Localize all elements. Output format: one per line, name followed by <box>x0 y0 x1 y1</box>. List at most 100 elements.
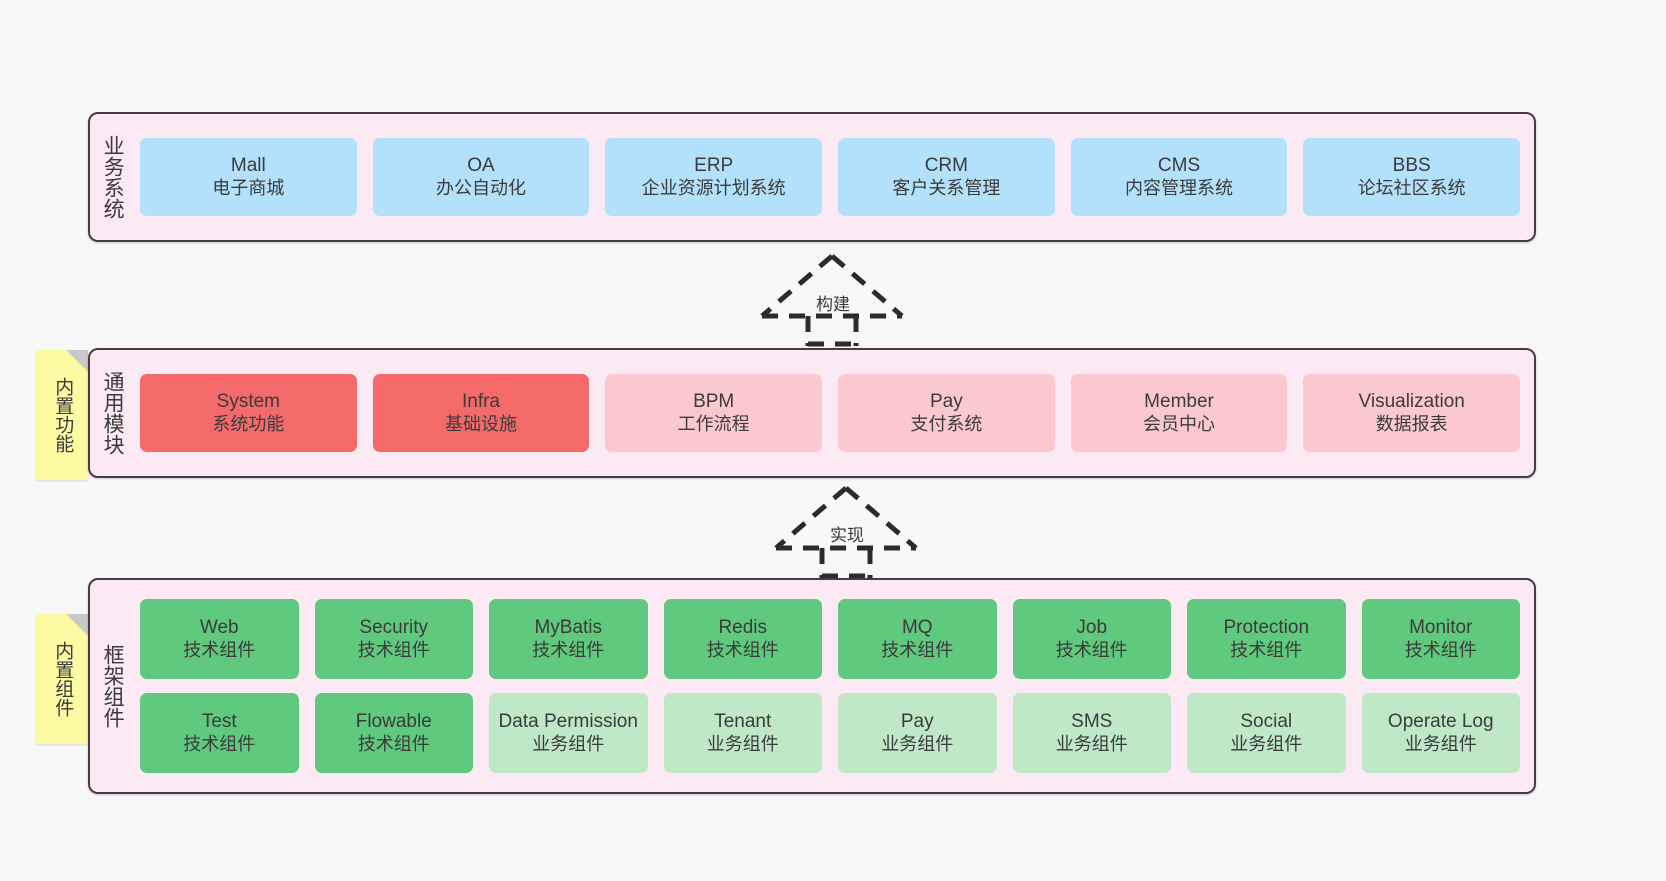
card-monitor[interactable]: Monitor 技术组件 <box>1361 599 1520 679</box>
card-web[interactable]: Web 技术组件 <box>140 599 299 679</box>
card-title-cn: 电子商城 <box>212 177 285 198</box>
card-title-cn: 工作流程 <box>677 413 750 434</box>
card-title-en: OA <box>467 155 495 177</box>
card-mq[interactable]: MQ 技术组件 <box>838 599 997 679</box>
layer-framework-component: 框架组件 Web 技术组件 Security 技术组件 MyBatis 技术组件… <box>88 578 1536 794</box>
connector-label-build: 构建 <box>816 295 850 314</box>
card-member[interactable]: Member 会员中心 <box>1070 374 1288 452</box>
card-erp[interactable]: ERP 企业资源计划系统 <box>605 138 823 216</box>
card-job[interactable]: Job 技术组件 <box>1012 599 1171 679</box>
card-protection[interactable]: Protection 技术组件 <box>1187 599 1346 679</box>
layer-business-system: 业务系统 Mall 电子商城 OA 办公自动化 ERP 企业资源计划系统 CRM… <box>88 112 1536 242</box>
card-operate-log[interactable]: Operate Log 业务组件 <box>1361 693 1520 773</box>
card-title-en: System <box>216 391 281 413</box>
card-title-en: Protection <box>1223 617 1310 639</box>
card-title-en: CRM <box>924 155 968 177</box>
card-title-en: Member <box>1144 391 1214 413</box>
card-title-cn: 技术组件 <box>357 733 430 754</box>
card-title-cn: 技术组件 <box>881 639 954 660</box>
card-infra[interactable]: Infra 基础设施 <box>372 374 590 452</box>
sticky-fold-corner-icon <box>66 614 88 636</box>
card-title-cn: 技术组件 <box>1230 639 1303 660</box>
card-title-cn: 业务组件 <box>881 733 954 754</box>
card-title-cn: 基础设施 <box>445 413 517 434</box>
card-title-en: Operate Log <box>1387 711 1494 733</box>
card-title-cn: 技术组件 <box>1055 639 1128 660</box>
card-title-cn: 技术组件 <box>183 639 256 660</box>
card-redis[interactable]: Redis 技术组件 <box>663 599 822 679</box>
card-title-en: Data Permission <box>498 711 638 733</box>
card-title-cn: 内容管理系统 <box>1125 177 1234 198</box>
card-title-en: CMS <box>1157 155 1201 177</box>
card-bpm[interactable]: BPM 工作流程 <box>605 374 823 452</box>
card-title-en: BBS <box>1392 155 1431 177</box>
card-cms[interactable]: CMS 内容管理系统 <box>1070 138 1288 216</box>
layer-body-common-module: System 系统功能 Infra 基础设施 BPM 工作流程 Pay 支付系统… <box>134 350 1534 476</box>
card-title-cn: 技术组件 <box>357 639 430 660</box>
card-title-cn: 技术组件 <box>532 639 605 660</box>
card-pay-component[interactable]: Pay 业务组件 <box>838 693 997 773</box>
card-title-en: Social <box>1240 711 1293 733</box>
card-title-cn: 企业资源计划系统 <box>641 177 786 198</box>
card-title-en: Pay <box>900 711 934 733</box>
sticky-note-builtin-function: 内置功能 <box>36 350 88 480</box>
sticky-note-builtin-component: 内置组件 <box>36 614 88 744</box>
card-mall[interactable]: Mall 电子商城 <box>140 138 357 216</box>
card-tenant[interactable]: Tenant 业务组件 <box>663 693 822 773</box>
card-title-cn: 客户关系管理 <box>892 177 1001 198</box>
card-title-cn: 业务组件 <box>1230 733 1303 754</box>
card-security[interactable]: Security 技术组件 <box>314 599 473 679</box>
card-mybatis[interactable]: MyBatis 技术组件 <box>489 599 648 679</box>
card-crm[interactable]: CRM 客户关系管理 <box>838 138 1055 216</box>
card-title-en: Redis <box>718 617 768 639</box>
card-title-cn: 技术组件 <box>706 639 779 660</box>
layer-title-framework-component: 框架组件 <box>101 644 125 728</box>
card-title-en: BPM <box>693 391 735 413</box>
card-title-cn: 技术组件 <box>183 733 256 754</box>
card-title-cn: 技术组件 <box>1404 639 1477 660</box>
card-title-en: Web <box>199 617 239 639</box>
common-card-row: System 系统功能 Infra 基础设施 BPM 工作流程 Pay 支付系统… <box>140 374 1521 452</box>
business-card-row: Mall 电子商城 OA 办公自动化 ERP 企业资源计划系统 CRM 客户关系… <box>140 138 1521 216</box>
card-title-en: Visualization <box>1358 391 1465 413</box>
card-title-en: ERP <box>694 155 734 177</box>
layer-title-business-system: 业务系统 <box>101 135 125 219</box>
card-bbs[interactable]: BBS 论坛社区系统 <box>1303 138 1521 216</box>
layer-common-module: 通用模块 System 系统功能 Infra 基础设施 BPM 工作流程 Pay… <box>88 348 1536 478</box>
card-flowable[interactable]: Flowable 技术组件 <box>314 693 473 773</box>
card-title-cn: 会员中心 <box>1143 413 1216 434</box>
card-title-cn: 业务组件 <box>532 733 605 754</box>
card-title-cn: 业务组件 <box>706 733 779 754</box>
card-title-cn: 办公自动化 <box>436 177 526 198</box>
card-title-cn: 论坛社区系统 <box>1357 177 1466 198</box>
card-title-en: Flowable <box>355 711 432 733</box>
card-title-en: Mall <box>230 155 266 177</box>
sticky-note-label: 内置组件 <box>52 641 74 717</box>
connector-label-implement: 实现 <box>830 526 864 545</box>
card-visualization[interactable]: Visualization 数据报表 <box>1303 374 1521 452</box>
card-pay[interactable]: Pay 支付系统 <box>838 374 1055 452</box>
sticky-fold-corner-icon <box>66 350 88 372</box>
card-title-en: SMS <box>1071 711 1113 733</box>
layer-title-common-module: 通用模块 <box>101 371 125 455</box>
card-title-en: Test <box>201 711 237 733</box>
card-title-en: Monitor <box>1409 617 1473 639</box>
card-title-en: Job <box>1076 617 1108 639</box>
card-title-cn: 支付系统 <box>910 413 983 434</box>
card-title-en: MyBatis <box>534 617 603 639</box>
card-system[interactable]: System 系统功能 <box>140 374 357 452</box>
framework-tech-row: Web 技术组件 Security 技术组件 MyBatis 技术组件 Redi… <box>140 599 1520 679</box>
card-sms[interactable]: SMS 业务组件 <box>1012 693 1171 773</box>
sticky-note-label: 内置功能 <box>52 377 74 453</box>
card-title-cn: 数据报表 <box>1375 413 1448 434</box>
card-social[interactable]: Social 业务组件 <box>1187 693 1346 773</box>
layer-body-framework-component: Web 技术组件 Security 技术组件 MyBatis 技术组件 Redi… <box>134 580 1534 792</box>
card-data-permission[interactable]: Data Permission 业务组件 <box>489 693 648 773</box>
card-title-en: Security <box>359 617 429 639</box>
card-oa[interactable]: OA 办公自动化 <box>372 138 590 216</box>
layer-body-business-system: Mall 电子商城 OA 办公自动化 ERP 企业资源计划系统 CRM 客户关系… <box>134 114 1534 240</box>
card-title-en: Infra <box>461 391 501 413</box>
card-test[interactable]: Test 技术组件 <box>140 693 299 773</box>
card-title-en: Pay <box>929 391 963 413</box>
